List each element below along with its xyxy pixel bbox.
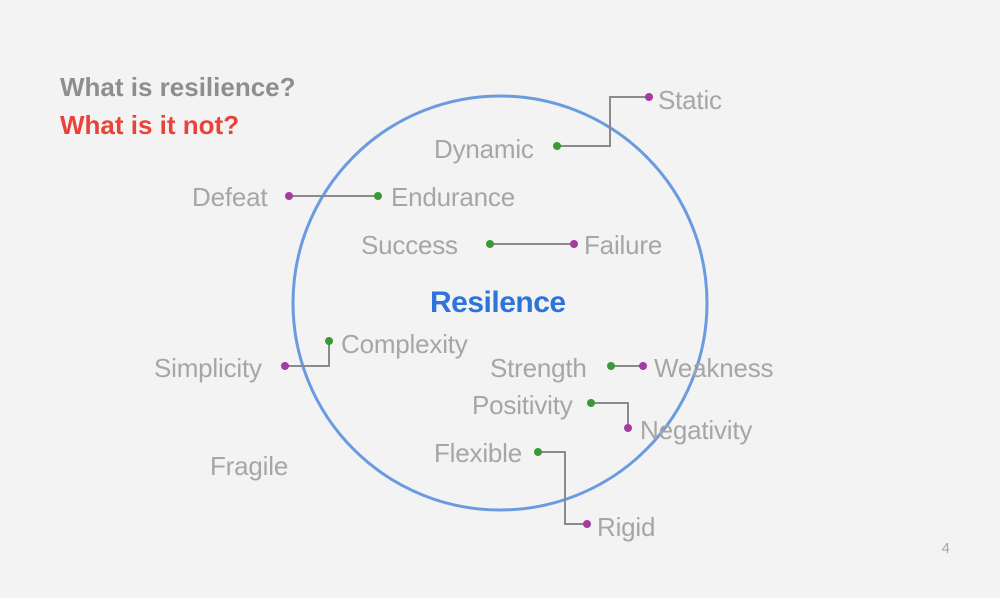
word-dynamic: Dynamic [434, 134, 534, 164]
word-flexible: Flexible [434, 438, 522, 468]
word-weakness: Weakness [654, 353, 774, 383]
word-complexity: Complexity [341, 329, 468, 359]
dot-defeat [285, 192, 293, 200]
dot-strength [607, 362, 615, 370]
word-strength: Strength [490, 353, 587, 383]
dot-rigid [583, 520, 591, 528]
connector-flexible-rigid [538, 451, 587, 525]
dot-negativity [624, 424, 632, 432]
dot-simplicity [281, 362, 289, 370]
page-number: 4 [941, 540, 950, 557]
dot-weakness [639, 362, 647, 370]
title-subquestion: What is it not? [60, 110, 240, 140]
word-static: Static [658, 85, 722, 115]
word-positivity: Positivity [472, 390, 573, 420]
word-rigid: Rigid [597, 512, 656, 542]
title-question: What is resilience? [60, 72, 296, 102]
dot-positivity [587, 399, 595, 407]
dot-failure [570, 240, 578, 248]
connector-positivity-negativity [591, 402, 629, 428]
dot-endurance [374, 192, 382, 200]
connector-complexity-simplicity [285, 341, 330, 367]
center-label: Resilence [430, 286, 566, 319]
word-defeat: Defeat [192, 182, 268, 212]
dot-flexible [534, 448, 542, 456]
resilience-circle [291, 94, 709, 512]
word-failure: Failure [584, 230, 663, 260]
word-success: Success [361, 230, 458, 260]
word-negativity: Negativity [640, 415, 753, 445]
dot-complexity [325, 337, 333, 345]
word-fragile: Fragile [210, 451, 289, 481]
dot-dynamic [553, 142, 561, 150]
word-endurance: Endurance [391, 182, 515, 212]
dot-success [486, 240, 494, 248]
word-simplicity: Simplicity [154, 353, 262, 383]
connector-dynamic-static [557, 96, 649, 147]
dot-static [645, 93, 653, 101]
